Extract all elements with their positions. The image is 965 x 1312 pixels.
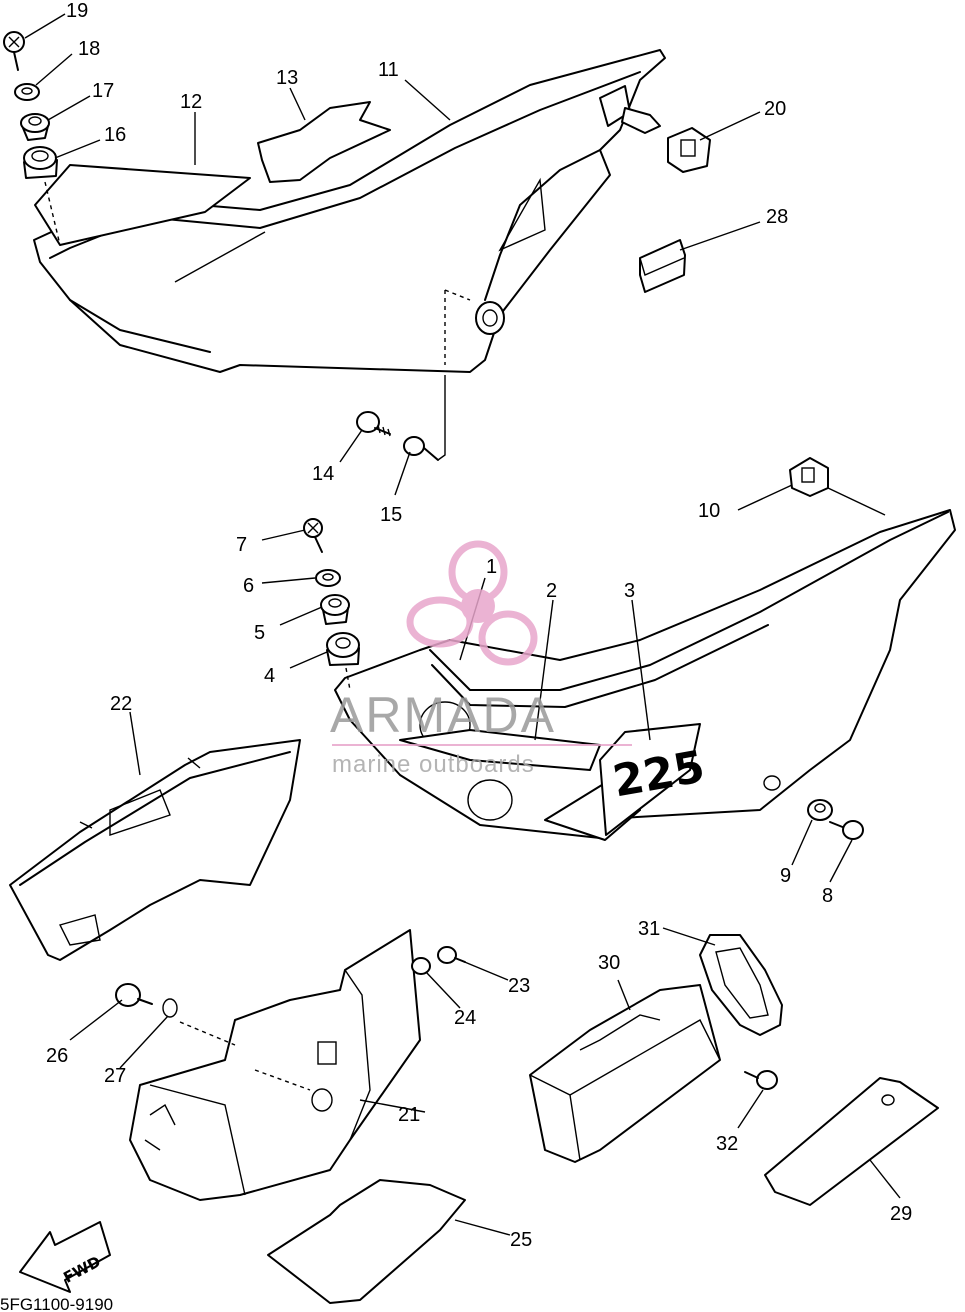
collar-5 [320,594,350,625]
callout-19: 19 [66,0,88,22]
fwd-arrow: FWD [19,1221,111,1293]
pin-post [599,85,661,134]
callout-2: 2 [546,580,557,602]
diagram-code: 5FG1100-9190 [0,1295,113,1312]
sheet-25 [267,1179,466,1304]
damper-20 [667,127,711,173]
callout-numbers: 19 18 17 16 12 13 11 20 28 14 15 10 7 6 … [46,0,912,1251]
callout-16: 16 [104,124,126,146]
plate-29 [764,1077,939,1206]
callout-20: 20 [764,98,786,120]
emblem-13 [257,101,391,183]
callout-28: 28 [766,206,788,228]
callout-25: 25 [510,1229,532,1251]
callout-27: 27 [104,1065,126,1087]
bracket-22 [9,739,301,961]
decal-12 [34,164,251,246]
screw-19 [3,31,25,71]
callout-21: 21 [398,1104,420,1126]
watermark: ARMADA marine outboards [330,540,632,778]
collar-17 [20,113,50,141]
washer-18 [14,83,40,101]
callout-3: 3 [624,580,635,602]
callout-31: 31 [638,918,660,940]
watermark-subtitle: marine outboards [332,751,535,778]
callout-17: 17 [92,80,114,102]
callout-7: 7 [236,534,247,556]
bolt-26 [115,983,153,1007]
bolt-14 [356,411,391,437]
collar-24 [411,957,431,975]
callout-10: 10 [698,500,720,522]
decal-2 [399,729,601,771]
callout-18: 18 [78,38,100,60]
callout-14: 14 [312,463,334,485]
collar-15 [403,375,446,461]
callout-32: 32 [716,1133,738,1155]
callout-22: 22 [110,693,132,715]
callout-11: 11 [378,59,399,81]
callout-26: 26 [46,1045,68,1067]
callout-6: 6 [243,575,254,597]
callout-23: 23 [508,975,530,997]
bolt-32 [744,1070,778,1090]
pad-28 [639,239,686,293]
box-21 [129,929,421,1201]
collar-9 [807,799,833,821]
damper-10 [789,457,886,516]
callout-9: 9 [780,865,791,887]
callout-15: 15 [380,504,402,526]
callout-5: 5 [254,622,265,644]
callout-13: 13 [276,67,298,89]
screw-7 [303,518,323,553]
callout-24: 24 [454,1007,476,1029]
callout-30: 30 [598,952,620,974]
callout-4: 4 [264,665,275,687]
grommet-4 [326,632,360,691]
decal-3: 225 [599,723,708,836]
callout-29: 29 [890,1203,912,1225]
clip-ring [763,775,781,791]
washer-27 [162,998,178,1018]
callout-8: 8 [822,885,833,907]
washer-6 [315,569,341,587]
tool-bag-30 [529,984,721,1163]
propeller-logo-icon [406,540,538,666]
watermark-title: ARMADA [330,687,556,743]
callout-12: 12 [180,91,202,113]
bolt-8 [829,820,864,840]
upper-side-cover [33,49,666,373]
band-31 [699,934,783,1036]
callout-1: 1 [486,556,497,578]
leader-lines [24,13,901,1236]
